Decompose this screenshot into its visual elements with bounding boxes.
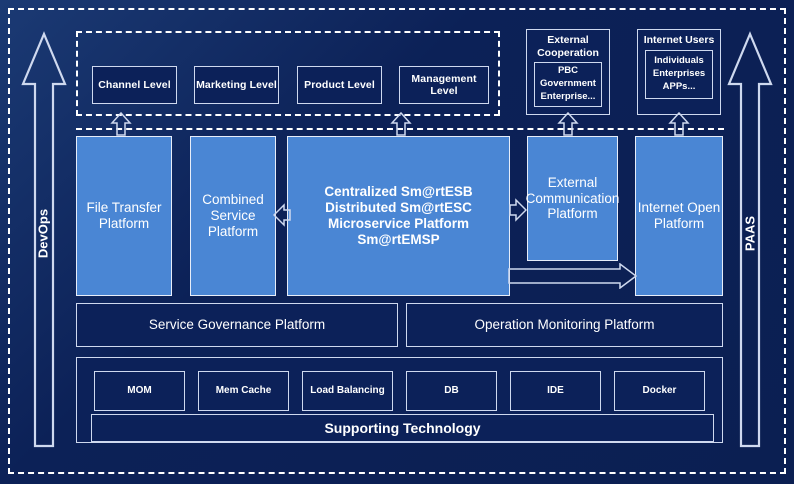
paas-pillar-arrow [726, 30, 774, 450]
up-arrow-icon [668, 112, 690, 136]
level-label: Management Level [411, 72, 477, 97]
level-box-product[interactable]: Product Level [297, 66, 382, 104]
platform-label: External Communication Platform [525, 174, 620, 222]
internet-users-title: Internet Users [643, 34, 715, 46]
arrow-up-to-product [390, 112, 412, 136]
platform-box-external-communication[interactable]: External Communication Platform [525, 136, 620, 261]
up-arrow-icon [21, 31, 67, 448]
platform-label: Combined Service Platform [202, 192, 264, 239]
tech-label: Mem Cache [215, 385, 272, 397]
level-label: Marketing Level [196, 78, 277, 91]
right-arrow-icon [509, 198, 527, 222]
external-cooperation-body: PBC Government Enterprise... [534, 62, 602, 108]
external-cooperation-box[interactable]: External Cooperation PBC Government Ente… [526, 29, 610, 115]
supporting-technology-label: Supporting Technology [324, 419, 481, 436]
up-arrow-icon [390, 112, 412, 136]
external-cooperation-title: External Cooperation [537, 34, 599, 59]
internet-users-box[interactable]: Internet Users Individuals Enterprises A… [637, 29, 721, 115]
outer-dashed-frame [8, 8, 786, 474]
tech-box-load-balancing[interactable]: Load Balancing [302, 371, 393, 411]
esb-line-3: Microservice Platform Sm@rtEMSP [327, 216, 470, 247]
tech-label: IDE [547, 385, 564, 397]
esb-line-2: Distributed Sm@rtESC [325, 200, 472, 216]
platform-label: File Transfer Platform [86, 200, 162, 231]
right-arrow-icon [508, 263, 638, 289]
tech-label: DB [444, 385, 459, 397]
platform-box-esb-core[interactable]: Centralized Sm@rtESB Distributed Sm@rtES… [287, 136, 510, 296]
platform-box-file-transfer[interactable]: File Transfer Platform [76, 136, 172, 296]
tech-box-docker[interactable]: Docker [614, 371, 705, 411]
platform-box-internet-open[interactable]: Internet Open Platform [635, 136, 723, 296]
supporting-technology-banner[interactable]: Supporting Technology [91, 414, 714, 442]
tech-box-db[interactable]: DB [406, 371, 497, 411]
tech-label: Load Balancing [310, 385, 385, 397]
tech-box-mom[interactable]: MOM [94, 371, 185, 411]
level-box-marketing[interactable]: Marketing Level [194, 66, 279, 104]
paas-label: PAAS [742, 215, 758, 252]
level-box-management[interactable]: Management Level [399, 66, 489, 104]
tech-label: Docker [642, 385, 677, 397]
layer-separator-line [76, 128, 724, 130]
arrow-right-core-to-external-comm [509, 198, 527, 222]
arrow-left-core-to-combined [273, 203, 291, 227]
level-label: Product Level [304, 78, 375, 91]
arrow-up-to-channel [110, 112, 132, 136]
platform-label: Internet Open Platform [637, 200, 721, 231]
bar-label: Operation Monitoring Platform [474, 317, 655, 333]
arrow-up-to-internet-users [668, 112, 690, 136]
consumer-levels-group [76, 31, 500, 116]
arrow-right-core-to-internet-open [508, 263, 638, 289]
up-arrow-icon [110, 112, 132, 136]
tech-box-mem-cache[interactable]: Mem Cache [198, 371, 289, 411]
left-arrow-icon [273, 203, 291, 227]
bar-label: Service Governance Platform [148, 317, 326, 333]
level-label: Channel Level [98, 78, 171, 91]
tech-box-ide[interactable]: IDE [510, 371, 601, 411]
bar-operation-monitoring[interactable]: Operation Monitoring Platform [406, 303, 723, 347]
esb-line-1: Centralized Sm@rtESB [324, 184, 473, 200]
up-arrow-icon [557, 112, 579, 136]
devops-pillar-arrow [20, 30, 68, 450]
arrow-up-to-external-cooperation [557, 112, 579, 136]
internet-users-body: Individuals Enterprises APPs... [645, 49, 713, 99]
platform-box-combined-service[interactable]: Combined Service Platform [190, 136, 276, 296]
up-arrow-icon [727, 31, 773, 448]
tech-label: MOM [127, 385, 152, 397]
devops-label: DevOps [35, 208, 51, 259]
bar-service-governance[interactable]: Service Governance Platform [76, 303, 398, 347]
level-box-channel[interactable]: Channel Level [92, 66, 177, 104]
